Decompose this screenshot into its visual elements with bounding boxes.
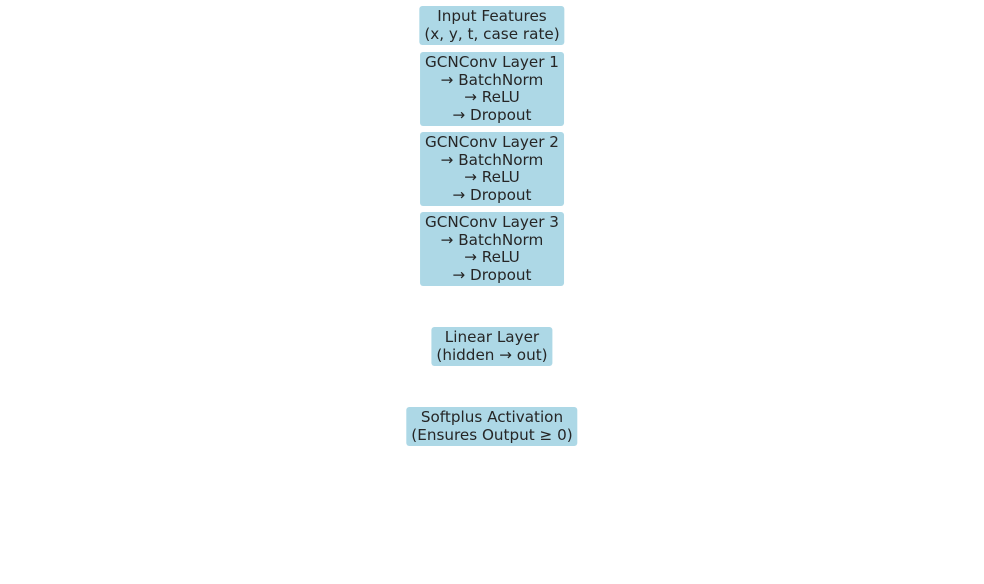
- gcnconv-layer-1-node: GCNConv Layer 1 → BatchNorm → ReLU → Dro…: [420, 52, 564, 126]
- node-label-line: → Dropout: [452, 265, 532, 284]
- gcnconv-layer-2-node: GCNConv Layer 2 → BatchNorm → ReLU → Dro…: [420, 132, 564, 206]
- node-label-line: Softplus Activation: [420, 408, 564, 426]
- softplus-activation-node: Softplus Activation (Ensures Output ≥ 0): [406, 407, 578, 446]
- linear-layer-node: Linear Layer (hidden → out): [431, 327, 553, 366]
- node-label-line: → ReLU: [464, 248, 520, 266]
- node-label-line: → BatchNorm: [440, 230, 544, 249]
- node-label-line: → Dropout: [452, 185, 532, 204]
- node-label-line: (Ensures Output ≥ 0): [411, 425, 573, 444]
- node-label-line: (hidden → out): [436, 345, 548, 364]
- node-label-line: → ReLU: [464, 88, 520, 106]
- gcnconv-layer-3-node: GCNConv Layer 3 → BatchNorm → ReLU → Dro…: [420, 212, 564, 286]
- node-label-line: GCNConv Layer 2: [425, 133, 559, 151]
- node-label-line: (x, y, t, case rate): [424, 24, 560, 43]
- node-label-line: → ReLU: [464, 168, 520, 186]
- node-label-line: GCNConv Layer 3: [425, 213, 559, 231]
- node-label-line: Linear Layer: [444, 328, 540, 346]
- node-label-line: → BatchNorm: [440, 150, 544, 169]
- node-label-line: GCNConv Layer 1: [425, 53, 559, 71]
- node-label-line: → Dropout: [452, 105, 532, 124]
- node-label-line: → BatchNorm: [440, 70, 544, 89]
- node-label-line: Input Features: [437, 7, 547, 25]
- input-features-node: Input Features (x, y, t, case rate): [419, 6, 565, 45]
